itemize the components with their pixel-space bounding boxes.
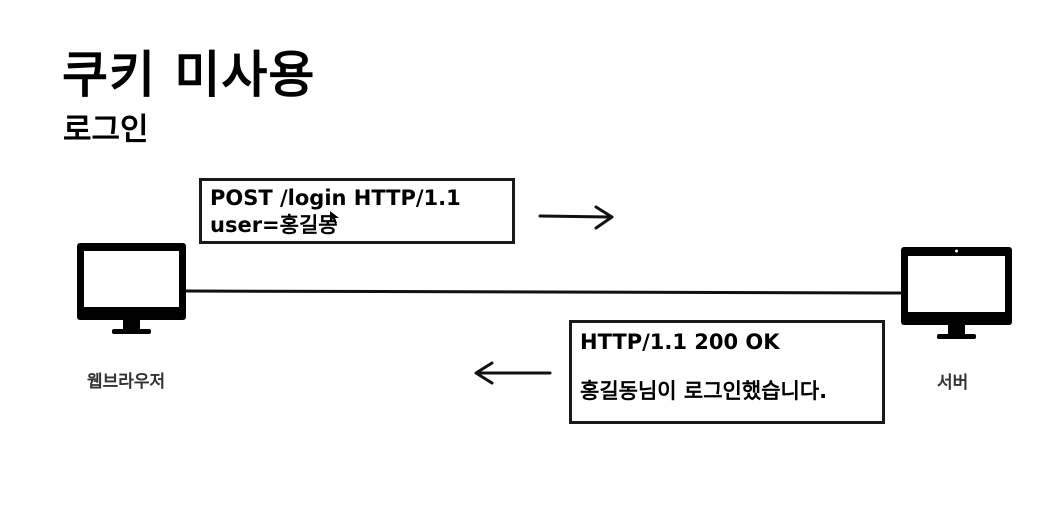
request-line-1: POST /login HTTP/1.1 bbox=[210, 186, 461, 210]
request-arrow bbox=[538, 205, 614, 230]
slide-subtitle: 로그인 bbox=[63, 112, 149, 148]
response-arrow bbox=[474, 361, 552, 385]
server-monitor-icon bbox=[901, 247, 1012, 339]
slide-title: 쿠키 미사용 bbox=[62, 46, 316, 104]
request-message-box: POST /login HTTP/1.1 user=홍길동 bbox=[199, 178, 515, 244]
cursor-icon bbox=[330, 211, 339, 224]
response-message-box: HTTP/1.1 200 OK 홍길동님이 로그인했습니다. bbox=[569, 320, 885, 424]
connection-line bbox=[185, 289, 902, 295]
client-monitor-icon bbox=[77, 243, 186, 334]
client-label: 웹브라우저 bbox=[87, 372, 166, 392]
response-line-2: 홍길동님이 로그인했습니다. bbox=[580, 378, 828, 403]
server-label: 서버 bbox=[937, 373, 969, 393]
response-line-1: HTTP/1.1 200 OK bbox=[580, 330, 780, 354]
request-line-2: user=홍길동 bbox=[210, 212, 338, 237]
